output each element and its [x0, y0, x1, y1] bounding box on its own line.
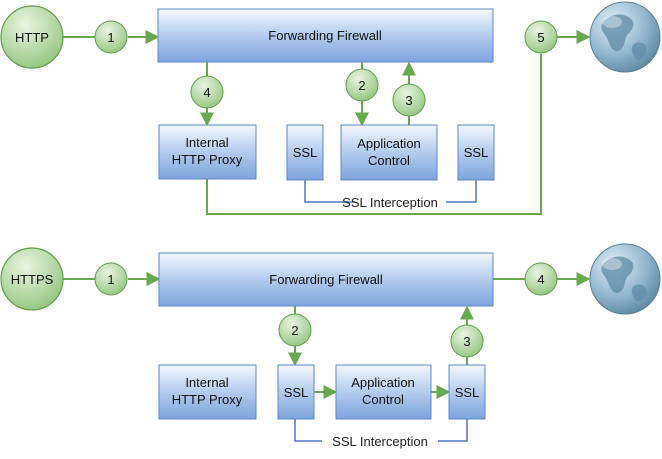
top-step-3: 3 — [392, 83, 426, 117]
bottom-firewall-label: Forwarding Firewall — [269, 272, 383, 287]
globe-icon — [589, 1, 661, 73]
top-firewall-label: Forwarding Firewall — [268, 28, 382, 43]
bottom-connectors — [63, 272, 591, 399]
top-step-4: 4 — [190, 75, 224, 109]
bottom-app-control-box: Application Control — [335, 364, 432, 420]
bottom-step-3: 3 — [450, 324, 484, 358]
top-line-proxy-step5 — [206, 54, 542, 215]
top-proxy-box: Internal HTTP Proxy — [158, 124, 257, 180]
bottom-interception-right-line — [438, 419, 468, 442]
bottom-ssl-right-box: SSL — [448, 364, 486, 420]
svg-text:3: 3 — [405, 93, 412, 108]
bottom-proxy-box: Internal HTTP Proxy — [158, 364, 257, 420]
top-step-2: 2 — [345, 68, 379, 102]
svg-text:2: 2 — [358, 78, 365, 93]
top-proxy-label-line1: Internal — [185, 135, 228, 150]
svg-text:1: 1 — [107, 30, 114, 45]
top-source-node: HTTP — [0, 5, 64, 69]
svg-text:3: 3 — [463, 334, 470, 349]
top-ssl-right-label: SSL — [464, 145, 489, 160]
bottom-flow: SSL Interception HTTPS Forwarding Firewa… — [0, 243, 661, 449]
bottom-ssl-right-label: SSL — [455, 385, 480, 400]
bottom-step-1: 1 — [94, 262, 128, 296]
top-interception-label: SSL Interception — [342, 195, 438, 210]
bottom-proxy-label-line1: Internal — [185, 375, 228, 390]
bottom-step-2: 2 — [278, 313, 312, 347]
bottom-step-4: 4 — [524, 262, 558, 296]
bottom-interception-label: SSL Interception — [332, 434, 428, 449]
top-ssl-left-label: SSL — [293, 145, 318, 160]
bottom-ssl-left-label: SSL — [284, 385, 309, 400]
top-app-label-line1: Application — [357, 136, 421, 151]
globe-icon — [589, 243, 661, 315]
bottom-source-node: HTTPS — [0, 247, 64, 311]
bottom-firewall-box: Forwarding Firewall — [158, 252, 494, 307]
top-connectors — [63, 30, 591, 215]
top-ssl-left-box: SSL — [286, 124, 324, 181]
top-ssl-right-box: SSL — [457, 124, 495, 181]
top-firewall-box: Forwarding Firewall — [157, 8, 494, 63]
top-interception-right-line — [446, 180, 477, 203]
svg-text:1: 1 — [107, 272, 114, 287]
top-app-control-box: Application Control — [340, 124, 438, 181]
top-step-1: 1 — [94, 20, 128, 54]
top-flow: SSL Interception HTTP Forwarding Firewal… — [0, 1, 661, 215]
svg-text:5: 5 — [537, 30, 544, 45]
top-step-5: 5 — [524, 20, 558, 54]
top-source-label: HTTP — [15, 30, 49, 45]
top-interception-left-line — [304, 180, 355, 203]
svg-text:4: 4 — [537, 272, 544, 287]
bottom-app-label-line1: Application — [351, 375, 415, 390]
svg-text:4: 4 — [203, 85, 210, 100]
top-proxy-label-line2: HTTP Proxy — [172, 152, 243, 167]
bottom-interception-left-line — [294, 419, 322, 442]
bottom-source-label: HTTPS — [11, 272, 54, 287]
bottom-ssl-left-box: SSL — [277, 364, 315, 420]
top-app-label-line2: Control — [368, 153, 410, 168]
bottom-proxy-label-line2: HTTP Proxy — [172, 392, 243, 407]
bottom-app-label-line2: Control — [362, 392, 404, 407]
svg-text:2: 2 — [291, 323, 298, 338]
